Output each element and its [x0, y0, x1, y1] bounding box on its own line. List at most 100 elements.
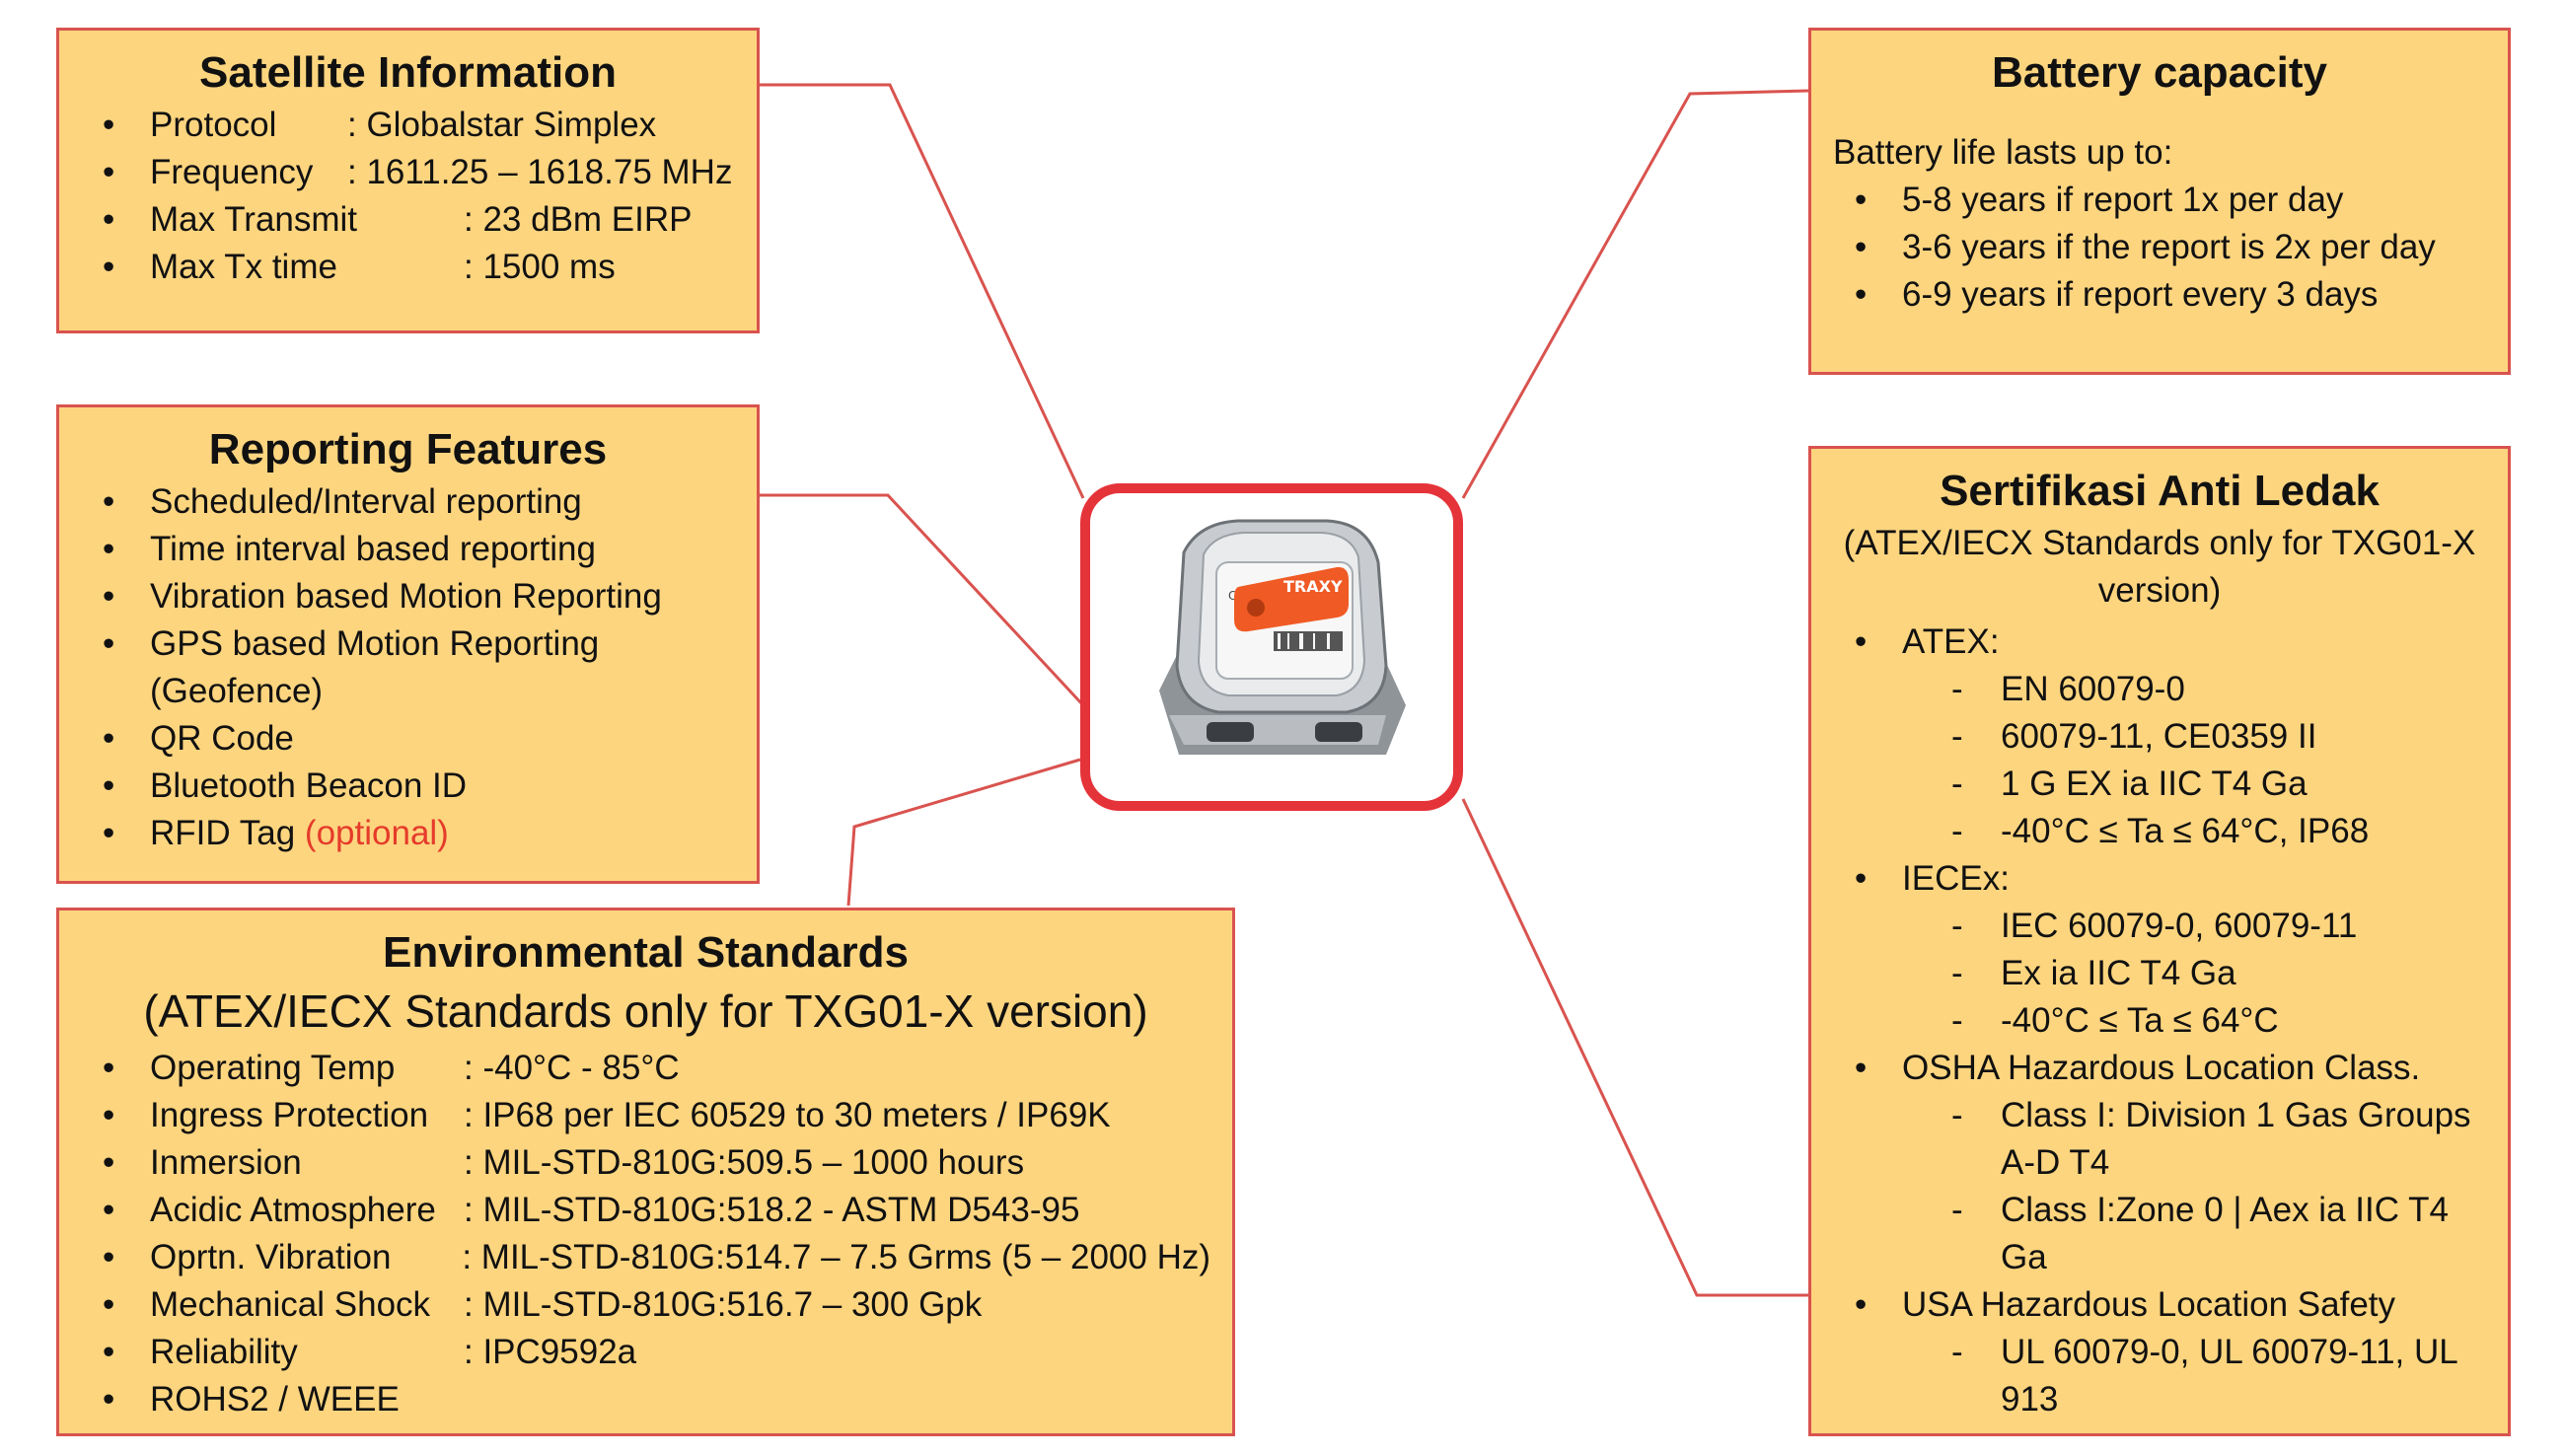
row-label: Max Transmit	[150, 200, 358, 239]
device-tab-hole	[1247, 599, 1265, 617]
environmental-row: Operating Temp : -40°C - 85°C	[81, 1045, 1210, 1092]
rfid-optional-note: (optional)	[304, 814, 449, 852]
certification-list-iecex: IECEx:	[1833, 855, 2486, 903]
device-barcode-gap	[1313, 633, 1315, 649]
group-label: IECEx:	[1902, 859, 2010, 898]
sub-item: -40°C ≤ Ta ≤ 64°C	[1833, 997, 2486, 1045]
group-label: ATEX:	[1902, 622, 2000, 661]
environmental-standards-box: Environmental Standards (ATEX/IECX Stand…	[56, 908, 1235, 1436]
connector-certification	[1461, 798, 1808, 1297]
row-value: : MIL-STD-810G:516.7 – 300 Gpk	[464, 1285, 983, 1324]
device-image-frame: CE TRAXY	[1080, 483, 1463, 811]
row-value: : 23 dBm EIRP	[464, 200, 693, 239]
environmental-standards-title: Environmental Standards	[382, 928, 909, 977]
environmental-row: ROHS2 / WEEE	[81, 1376, 1210, 1423]
certification-group-osha: OSHA Hazardous Location Class.	[1833, 1045, 2486, 1092]
row-value: : -40°C - 85°C	[464, 1049, 680, 1087]
row-label: Inmersion	[150, 1143, 302, 1182]
row-label: Operating Temp	[150, 1049, 396, 1087]
sub-item: UL 60079-0, UL 60079-11, UL 913	[1833, 1329, 2486, 1423]
device-orange-tab	[1234, 566, 1349, 632]
row-label: Frequency	[150, 153, 314, 191]
satellite-info-box: Satellite Information Protocol : Globalst…	[56, 28, 760, 333]
device-mount-slot-left	[1207, 722, 1254, 742]
sub-item: 1 G EX ia IIC T4 Ga	[1833, 761, 2486, 808]
iecex-sub-list: IEC 60079-0, 60079-11 Ex ia IIC T4 Ga -4…	[1833, 903, 2486, 1045]
reporting-features-box: Reporting Features Scheduled/Interval re…	[56, 404, 760, 884]
row-value: : 1611.25 – 1618.75 MHz	[347, 153, 733, 191]
reporting-features-title: Reporting Features	[208, 425, 608, 473]
environmental-row: Inmersion : MIL-STD-810G:509.5 – 1000 hou…	[81, 1139, 1210, 1187]
environmental-standards-subtitle: (ATEX/IECX Standards only for TXG01-X ve…	[143, 985, 1148, 1037]
connector-environmental	[846, 758, 1081, 907]
device-mount-slot-right	[1315, 722, 1362, 742]
battery-item: 6-9 years if report every 3 days	[1833, 271, 2486, 319]
certification-group-usa: USA Hazardous Location Safety	[1833, 1281, 2486, 1329]
device-brand-logo: TRAXY	[1283, 577, 1343, 596]
certification-list: ATEX:	[1833, 619, 2486, 666]
device-barcode	[1274, 631, 1343, 651]
battery-capacity-title: Battery capacity	[1992, 48, 2327, 97]
battery-item: 3-6 years if the report is 2x per day	[1833, 224, 2486, 271]
row-label: Protocol	[150, 106, 277, 144]
certification-group-atex: ATEX:	[1833, 619, 2486, 666]
satellite-row: Max Transmit : 23 dBm EIRP	[81, 196, 735, 244]
environmental-row: Reliability : IPC9592a	[81, 1329, 1210, 1376]
atex-sub-list: EN 60079-0 60079-11, CE0359 II 1 G EX ia…	[1833, 666, 2486, 855]
row-value: : IP68 per IEC 60529 to 30 meters / IP69…	[464, 1096, 1111, 1134]
connector-satellite	[760, 83, 1085, 499]
environmental-row: Acidic Atmosphere : MIL-STD-810G:518.2 - …	[81, 1187, 1210, 1234]
group-label: OSHA Hazardous Location Class.	[1902, 1049, 2421, 1087]
satellite-row: Max Tx time: 1500 ms	[81, 244, 735, 291]
row-value: : IPC9592a	[464, 1333, 637, 1371]
device-barcode-gap	[1299, 633, 1303, 649]
certification-list-osha: OSHA Hazardous Location Class.	[1833, 1045, 2486, 1092]
group-label: USA Hazardous Location Safety	[1902, 1285, 2396, 1324]
device-barcode-gap	[1287, 633, 1289, 649]
row-label: ROHS2 / WEEE	[150, 1380, 400, 1419]
satellite-info-list: Protocol : Globalstar Simplex Frequency : …	[81, 102, 735, 291]
environmental-row: Oprtn. Vibration: MIL-STD-810G:514.7 – 7…	[81, 1234, 1210, 1281]
sub-item: Ex ia IIC T4 Ga	[1833, 950, 2486, 997]
satellite-info-title: Satellite Information	[199, 48, 617, 97]
device-barcode-gap	[1327, 633, 1330, 649]
certification-title: Sertifikasi Anti Ledak	[1940, 467, 2380, 515]
reporting-item: Bluetooth Beacon ID	[81, 763, 735, 810]
rfid-label: RFID Tag	[150, 814, 296, 852]
environmental-row: Mechanical Shock : MIL-STD-810G:516.7 – 3…	[81, 1281, 1210, 1329]
device-barcode-gap	[1278, 633, 1281, 649]
row-value: : MIL-STD-810G:518.2 - ASTM D543-95	[464, 1191, 1080, 1229]
battery-list: 5-8 years if report 1x per day 3-6 years…	[1833, 177, 2486, 319]
satellite-row: Protocol : Globalstar Simplex	[81, 102, 735, 149]
certification-box: Sertifikasi Anti Ledak (ATEX/IECX Standa…	[1808, 446, 2511, 1436]
reporting-features-list: Scheduled/Interval reporting Time interv…	[81, 478, 735, 857]
environmental-row: Ingress Protection : IP68 per IEC 60529 t…	[81, 1092, 1210, 1139]
certification-list-usa: USA Hazardous Location Safety	[1833, 1281, 2486, 1329]
row-label: Reliability	[150, 1333, 298, 1371]
reporting-item: QR Code	[81, 715, 735, 763]
sub-item: 60079-11, CE0359 II	[1833, 713, 2486, 761]
satellite-row: Frequency : 1611.25 – 1618.75 MHz	[81, 149, 735, 196]
sub-item: -40°C ≤ Ta ≤ 64°C, IP68	[1833, 808, 2486, 855]
row-label: Acidic Atmosphere	[150, 1191, 436, 1229]
row-label: Mechanical Shock	[150, 1285, 431, 1324]
row-value: : MIL-STD-810G:509.5 – 1000 hours	[464, 1143, 1025, 1182]
row-label: Max Tx time	[150, 248, 337, 286]
reporting-item: GPS based Motion Reporting (Geofence)	[81, 620, 735, 715]
certification-subtitle: (ATEX/IECX Standards only for TXG01-X ve…	[1843, 524, 2476, 610]
connector-battery	[1461, 89, 1809, 499]
certification-group-iecex: IECEx:	[1833, 855, 2486, 903]
row-value: : MIL-STD-810G:514.7 – 7.5 Grms (5 – 200…	[462, 1238, 1210, 1276]
reporting-item: Vibration based Motion Reporting	[81, 573, 735, 620]
connector-reporting	[760, 493, 1085, 707]
reporting-item: Time interval based reporting	[81, 526, 735, 573]
reporting-item-rfid: RFID Tag (optional)	[81, 810, 735, 857]
tracker-device-illustration: CE TRAXY	[1159, 519, 1406, 755]
sub-item: EN 60079-0	[1833, 666, 2486, 713]
row-label: Ingress Protection	[150, 1096, 429, 1134]
osha-sub-list: Class I: Division 1 Gas Groups A-D T4 Cl…	[1833, 1092, 2486, 1281]
reporting-item: Scheduled/Interval reporting	[81, 478, 735, 526]
row-value: : Globalstar Simplex	[347, 106, 657, 144]
battery-intro: Battery life lasts up to:	[1833, 133, 2173, 172]
